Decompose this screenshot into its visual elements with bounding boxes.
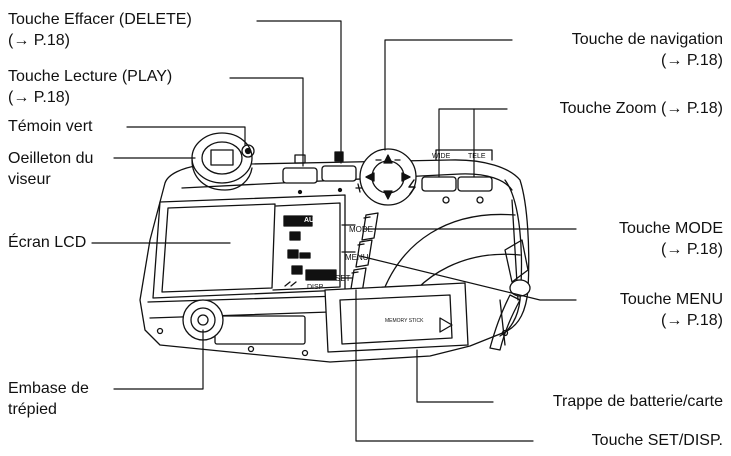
label-navigation: Touche de navigation (→ P.18) xyxy=(571,31,723,69)
zoom-wide-button xyxy=(421,176,457,192)
leader-zoom xyxy=(473,108,508,178)
leader-delete xyxy=(256,20,342,164)
marking-memory-stick: MEMORY STICK xyxy=(385,318,424,324)
leader-zoom-branch xyxy=(438,108,475,178)
marking-set: SET xyxy=(335,274,351,283)
lcd-frame xyxy=(152,194,346,299)
lower-left-slot xyxy=(214,315,306,345)
green-lamp xyxy=(241,144,255,158)
menu-button xyxy=(355,239,373,268)
leader-trappe xyxy=(416,349,494,403)
navigation-pad xyxy=(359,148,417,206)
label-oeilleton: Oeilleton du viseur xyxy=(8,150,94,188)
label-embase: Embase de trépied xyxy=(8,380,89,418)
label-temoin: Témoin vert xyxy=(8,118,93,135)
leader-navigation xyxy=(384,39,513,151)
battery-card-door xyxy=(324,282,469,353)
leader-play xyxy=(229,77,304,167)
leader-menu xyxy=(359,255,577,301)
label-mode: Touche MODE (→ P.18) xyxy=(618,220,723,258)
label-zoom: Touche Zoom (→ P.18) xyxy=(559,100,723,117)
label-menu: Touche MENU (→ P.18) xyxy=(619,291,723,329)
marking-menu: MENU xyxy=(345,253,369,262)
label-trappe: Trappe de batterie/carte xyxy=(552,393,723,410)
lcd-screen xyxy=(161,203,276,293)
delete-button xyxy=(321,165,357,182)
leader-temoin xyxy=(126,126,246,146)
strap-lug xyxy=(509,279,531,297)
marking-disp: DISP xyxy=(307,284,324,291)
zoom-tele-button xyxy=(457,176,493,192)
play-button xyxy=(282,167,318,184)
leader-embase xyxy=(113,329,204,390)
label-ecran: Écran LCD xyxy=(8,234,87,251)
marking-auto: AUTO xyxy=(304,217,324,224)
door-arrow xyxy=(439,317,453,333)
mode-button xyxy=(361,212,379,241)
marking-wide: WIDE xyxy=(432,153,451,160)
label-delete: Touche Effacer (DELETE) (→ P.18) xyxy=(8,11,192,49)
marking-mode: MODE xyxy=(349,225,373,234)
label-play: Touche Lecture (PLAY) (→ P.18) xyxy=(8,68,173,106)
marking-tele: TELE xyxy=(468,153,486,160)
leader-setdisp xyxy=(355,289,534,442)
label-setdisp: Touche SET/DISP. xyxy=(591,432,723,449)
